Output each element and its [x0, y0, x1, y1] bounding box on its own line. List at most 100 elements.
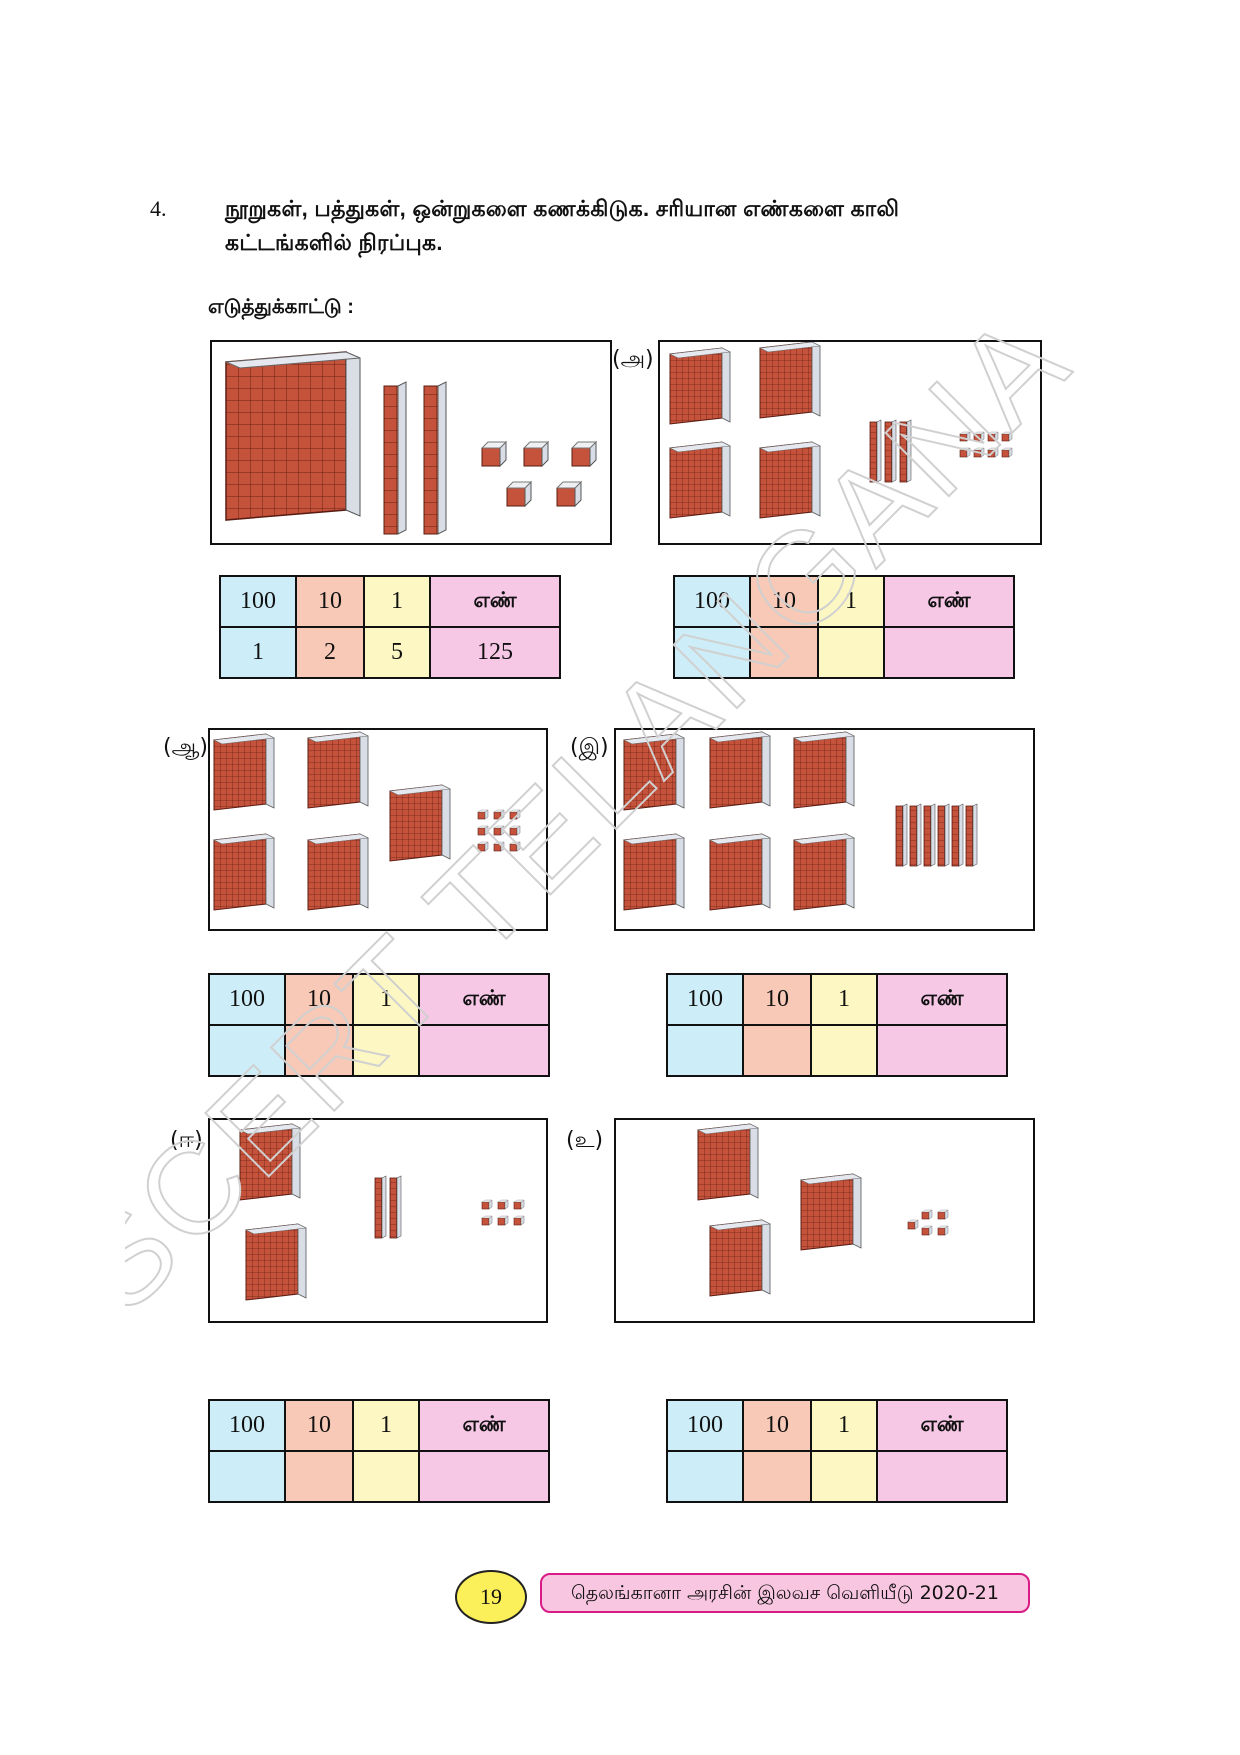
- hundred-block: [225, 351, 361, 521]
- one-cube: [556, 481, 582, 507]
- hundred-block: [709, 1219, 771, 1297]
- hundred-block: [623, 733, 685, 811]
- hundreds-header: 100: [666, 1399, 744, 1452]
- ones-header: 1: [363, 575, 431, 628]
- hundred-block: [793, 731, 855, 809]
- one-cube: [571, 441, 597, 467]
- page-number: 19: [455, 1570, 527, 1624]
- blocks-illustration-u: [697, 1123, 949, 1297]
- one-cube: [477, 809, 489, 820]
- hundred-block: [245, 1223, 307, 1301]
- number-answer-box[interactable]: [418, 1450, 550, 1503]
- hundreds-answer-box[interactable]: [208, 1024, 286, 1077]
- tens-header: 10: [742, 1399, 812, 1452]
- hundreds-header: 100: [219, 575, 297, 628]
- question-text-line2: கட்டங்களில் நிரப்புக.: [225, 230, 443, 255]
- number-answer-box[interactable]: [883, 626, 1015, 679]
- label-ii: (ஈ): [170, 1128, 203, 1153]
- one-cube: [921, 1225, 933, 1236]
- number-header: எண்: [883, 575, 1015, 628]
- ones-answer-box[interactable]: [810, 1024, 878, 1077]
- one-cube: [959, 447, 971, 458]
- number-header: எண்: [429, 575, 561, 628]
- hundreds-answer-box[interactable]: [666, 1024, 744, 1077]
- one-cube: [481, 1215, 493, 1226]
- ten-rod: [937, 803, 950, 867]
- ones-answer-box[interactable]: [352, 1024, 420, 1077]
- hundreds-header: 100: [208, 1399, 286, 1452]
- number-answer-box[interactable]: [876, 1450, 1008, 1503]
- tens-answer-box[interactable]: [742, 1450, 812, 1503]
- example-blocks-illustration: [225, 351, 597, 535]
- hundred-block: [800, 1173, 862, 1251]
- hundred-block: [307, 731, 369, 809]
- table-header-row: 100 10 1 எண்: [666, 973, 1008, 1026]
- ten-rod: [374, 1175, 387, 1239]
- one-cube: [1001, 431, 1013, 442]
- table-answer-row: 1 2 5 125: [219, 626, 561, 679]
- one-cube: [1001, 447, 1013, 458]
- one-cube: [477, 825, 489, 836]
- hundred-block: [759, 441, 821, 519]
- hundred-block: [793, 833, 855, 911]
- tens-answer-box[interactable]: [284, 1024, 354, 1077]
- hundreds-value: 1: [219, 626, 297, 679]
- hundreds-answer-box[interactable]: [208, 1450, 286, 1503]
- hundreds-answer-box[interactable]: [666, 1450, 744, 1503]
- one-cube: [987, 431, 999, 442]
- one-cube: [506, 481, 532, 507]
- one-cube: [493, 809, 505, 820]
- number-header: எண்: [418, 973, 550, 1026]
- hundreds-header: 100: [208, 973, 286, 1026]
- place-value-table-a: 100 10 1 எண்: [673, 575, 1015, 679]
- hundred-block: [709, 833, 771, 911]
- hundred-block: [213, 733, 275, 811]
- blocks-illustration-ii: [239, 1123, 525, 1301]
- tens-header: 10: [284, 1399, 354, 1452]
- ones-answer-box[interactable]: [352, 1450, 420, 1503]
- ones-answer-box[interactable]: [810, 1450, 878, 1503]
- one-cube: [481, 441, 507, 467]
- hundreds-header: 100: [666, 973, 744, 1026]
- hundreds-answer-box[interactable]: [673, 626, 751, 679]
- picture-i: [614, 728, 1035, 931]
- tens-header: 10: [295, 575, 365, 628]
- one-cube: [523, 441, 549, 467]
- place-value-table-aa: 100 10 1 எண்: [208, 973, 550, 1077]
- tens-value: 2: [295, 626, 365, 679]
- one-cube: [509, 809, 521, 820]
- hundred-block: [623, 833, 685, 911]
- number-answer-box[interactable]: [876, 1024, 1008, 1077]
- hundreds-header: 100: [673, 575, 751, 628]
- table-answer-row: [673, 626, 1015, 679]
- table-header-row: 100 10 1 எண்: [219, 575, 561, 628]
- one-cube: [477, 841, 489, 852]
- table-header-row: 100 10 1 எண்: [208, 973, 550, 1026]
- hundred-block: [239, 1123, 301, 1201]
- hundred-block: [307, 833, 369, 911]
- number-value: 125: [429, 626, 561, 679]
- picture-a: [658, 340, 1042, 545]
- one-cube: [907, 1219, 919, 1230]
- table-header-row: 100 10 1 எண்: [208, 1399, 550, 1452]
- place-value-table-ii: 100 10 1 எண்: [208, 1399, 550, 1503]
- label-u: (உ): [566, 1128, 604, 1153]
- label-aa: (ஆ): [163, 735, 208, 760]
- tens-answer-box[interactable]: [749, 626, 819, 679]
- one-cube: [513, 1215, 525, 1226]
- number-answer-box[interactable]: [418, 1024, 550, 1077]
- ten-rod: [923, 803, 936, 867]
- tens-header: 10: [284, 973, 354, 1026]
- ones-header: 1: [810, 1399, 878, 1452]
- ones-answer-box[interactable]: [817, 626, 885, 679]
- example-place-value-table: 100 10 1 எண் 1 2 5 125: [219, 575, 561, 679]
- ten-rod: [389, 1175, 402, 1239]
- hundred-block: [709, 731, 771, 809]
- number-header: எண்: [418, 1399, 550, 1452]
- one-cube: [959, 431, 971, 442]
- number-header: எண்: [876, 973, 1008, 1026]
- ones-header: 1: [352, 1399, 420, 1452]
- one-cube: [497, 1199, 509, 1210]
- tens-answer-box[interactable]: [742, 1024, 812, 1077]
- tens-answer-box[interactable]: [284, 1450, 354, 1503]
